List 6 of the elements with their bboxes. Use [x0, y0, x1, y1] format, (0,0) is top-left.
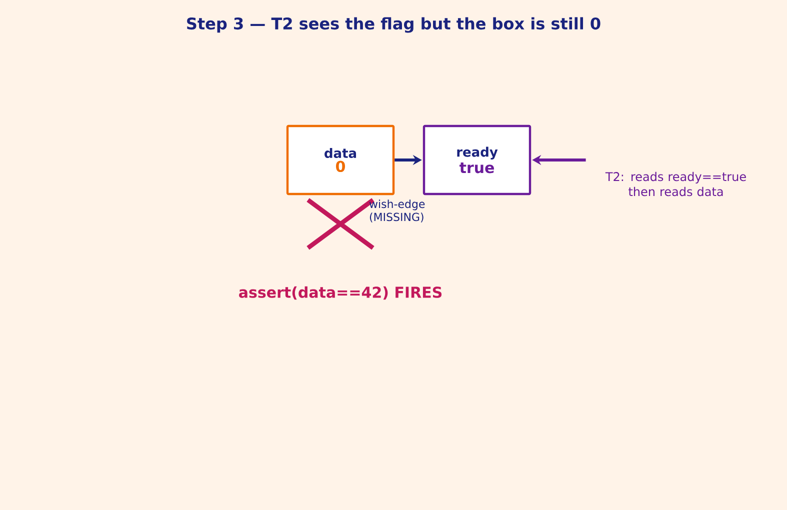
value-box: data 0 [286, 124, 395, 196]
title: Step 3 — T2 sees the flag but the box is still 0 [187, 17, 600, 33]
value-box: ready true [422, 124, 532, 196]
thread-note: T2: reads ready==true then reads data [605, 172, 746, 196]
assertion-text: assert(data==42) FIRES [239, 286, 442, 300]
missing-edge-note: wish-edge (MISSING) [369, 200, 425, 222]
